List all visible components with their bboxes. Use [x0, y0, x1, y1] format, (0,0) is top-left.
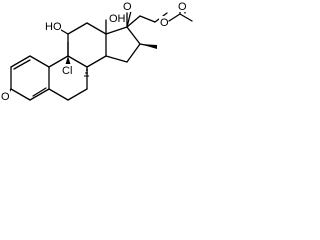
oxo-3-label: O — [1, 91, 10, 103]
acetate-bonds — [168, 13, 193, 22]
chloro-9-label: Cl — [62, 65, 72, 77]
ring-d-bonds — [105, 26, 141, 63]
ring-b-bonds — [48, 55, 88, 101]
hydroxy-17-label: OH — [109, 13, 126, 25]
ring-c-bonds — [67, 22, 107, 68]
oxo-20-label: O — [123, 1, 132, 13]
acetate-carbonyl-oxygen-label: O — [178, 1, 187, 13]
hydroxy-11-label: HO — [45, 21, 62, 33]
c9-chloro-wedge — [65, 56, 71, 66]
c8-hydrogen-hash — [84, 69, 89, 77]
acetate-ester-oxygen-label: O — [160, 17, 169, 29]
molecule-structure-diagram: O HO Cl OH O O O — [0, 0, 193, 103]
c17-methyl-wedge — [140, 44, 157, 49]
atom-labels: O HO Cl OH O O O — [0, 0, 187, 103]
ring-a-bonds — [7, 55, 50, 101]
